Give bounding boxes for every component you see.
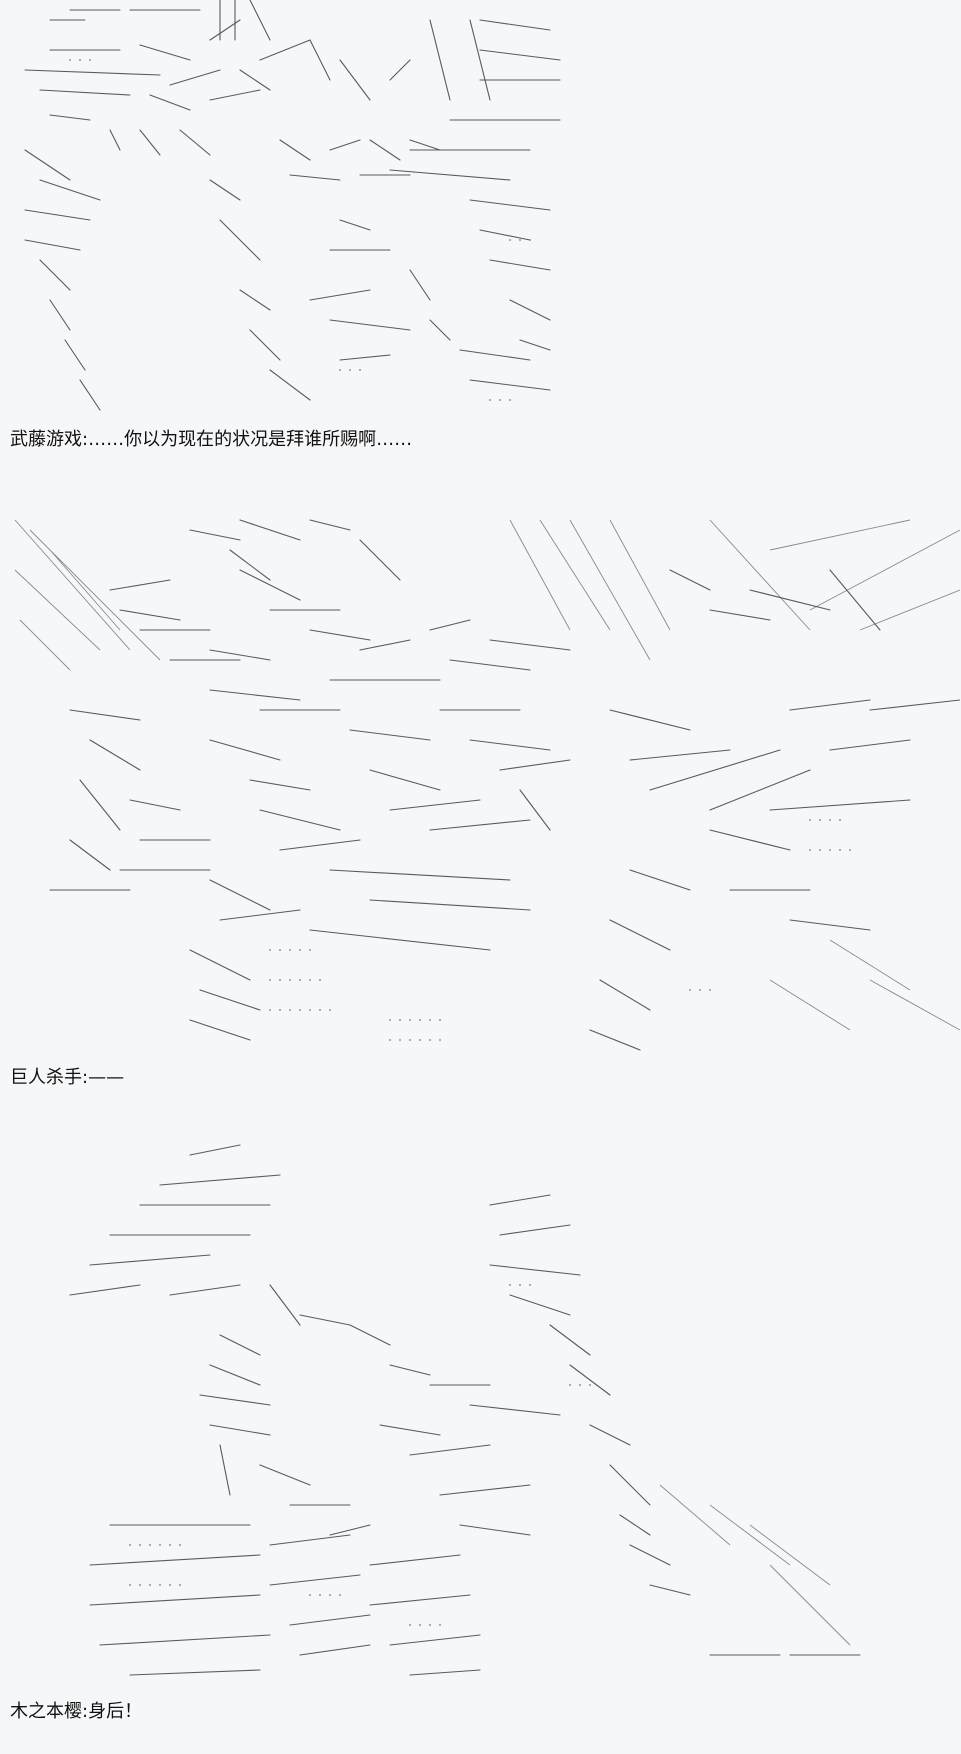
ascii-art-panel-3	[10, 1125, 960, 1690]
speaker-name: 武藤游戏	[10, 429, 82, 450]
dialogue-text: 身后！	[88, 1701, 143, 1722]
ascii-art-drawing-2	[14, 519, 960, 1051]
speaker-separator: :	[82, 1701, 89, 1722]
speaker-name: 巨人杀手	[10, 1067, 82, 1088]
speaker-separator: :	[82, 1067, 89, 1088]
ascii-art-drawing-3	[69, 1144, 861, 1676]
speaker-name: 木之本樱	[10, 1701, 82, 1722]
dialogue-text: ……你以为现在的状况是拜谁所赐啊……	[88, 429, 413, 450]
ascii-art-panel-2	[10, 510, 960, 1060]
ascii-art-panel-1	[10, 0, 960, 425]
speaker-separator: :	[82, 429, 89, 450]
ascii-art-drawing-1	[24, 0, 561, 411]
dialogue-line-2: 巨人杀手:——	[10, 1066, 124, 1090]
dialogue-line-1: 武藤游戏:……你以为现在的状况是拜谁所赐啊……	[10, 428, 412, 452]
dialogue-line-3: 木之本樱:身后！	[10, 1700, 142, 1724]
dialogue-text: ——	[88, 1067, 125, 1088]
